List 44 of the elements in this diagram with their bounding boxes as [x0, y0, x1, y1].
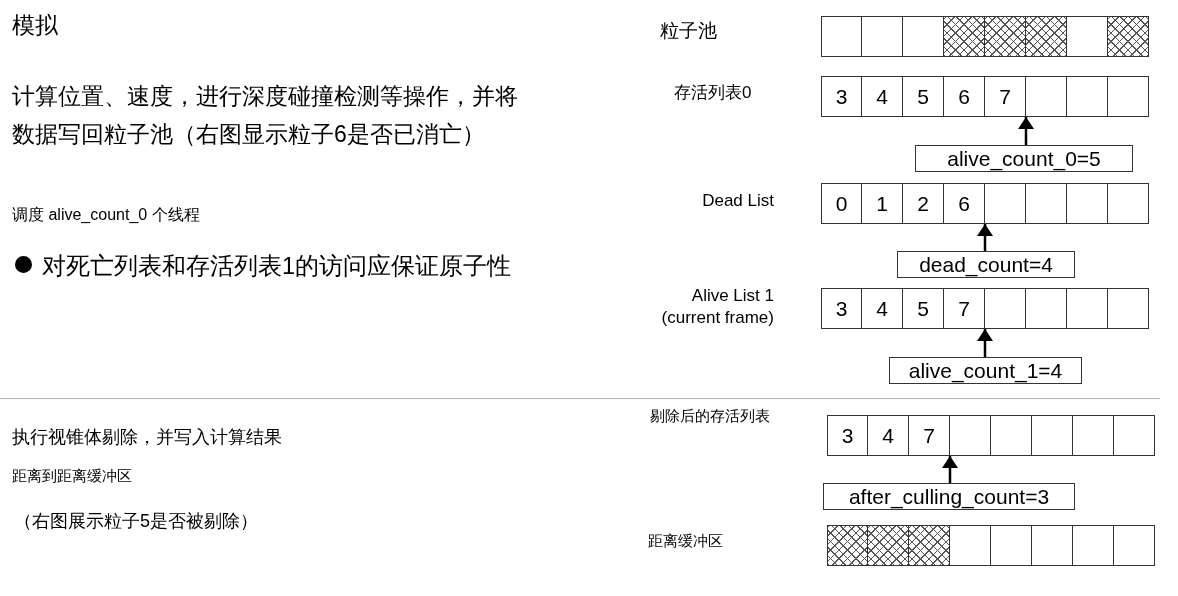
counter-box: alive_count_1=4 [889, 357, 1082, 384]
row-label: 距离缓冲区 [648, 531, 724, 551]
hatched-cell [944, 16, 985, 57]
number-cell: 7 [944, 288, 985, 329]
row-label: 剔除后的存活列表 [650, 406, 771, 426]
number-cell: 6 [944, 183, 985, 224]
number-cell: 6 [944, 76, 985, 117]
number-cell: 3 [821, 288, 862, 329]
hatched-cell [909, 525, 950, 566]
counter-box: after_culling_count=3 [823, 483, 1075, 510]
arrow [942, 456, 958, 483]
note-text: 调度 alive_count_0 个线程 [12, 205, 200, 225]
slide-title: 模拟 [12, 11, 58, 40]
hatched-cell [985, 16, 1026, 57]
row-label: 粒子池 [660, 19, 718, 43]
row-label: 存活列表0 [674, 82, 753, 104]
number-cell: 5 [903, 288, 944, 329]
number-cell: 5 [903, 76, 944, 117]
row-label: Alive List 1 (current frame) [660, 285, 774, 330]
number-cell: 4 [862, 288, 903, 329]
number-cell: 3 [821, 76, 862, 117]
counter-box: alive_count_0=5 [915, 145, 1133, 172]
number-cell: 4 [868, 415, 909, 456]
number-cell: 7 [909, 415, 950, 456]
hatched-cell [1108, 16, 1149, 57]
number-cell: 7 [985, 76, 1026, 117]
number-cell: 2 [903, 183, 944, 224]
row-label: Dead List [701, 190, 774, 212]
hatched-cell [827, 525, 868, 566]
counter-box: dead_count=4 [897, 251, 1075, 278]
hatched-cell [1026, 16, 1067, 57]
number-cell: 4 [862, 76, 903, 117]
hatched-cell [868, 525, 909, 566]
arrow [977, 329, 993, 357]
arrow [1018, 117, 1034, 145]
body-text: 计算位置、速度，进行深度碰撞检测等操作，并将数据写回粒子池（右图显示粒子6是否已消亡） [12, 82, 519, 149]
body-text: 执行视锥体剔除，并写入计算结果 [12, 426, 282, 449]
number-cell: 3 [827, 415, 868, 456]
bullet-text: 对死亡列表和存活列表1的访问应保证原子性 [42, 252, 512, 281]
number-cell: 0 [821, 183, 862, 224]
arrow [977, 224, 993, 251]
note-text: 距离到距离缓冲区 [12, 467, 132, 486]
number-cell: 1 [862, 183, 903, 224]
body-text: （右图展示粒子5是否被剔除） [14, 510, 258, 533]
